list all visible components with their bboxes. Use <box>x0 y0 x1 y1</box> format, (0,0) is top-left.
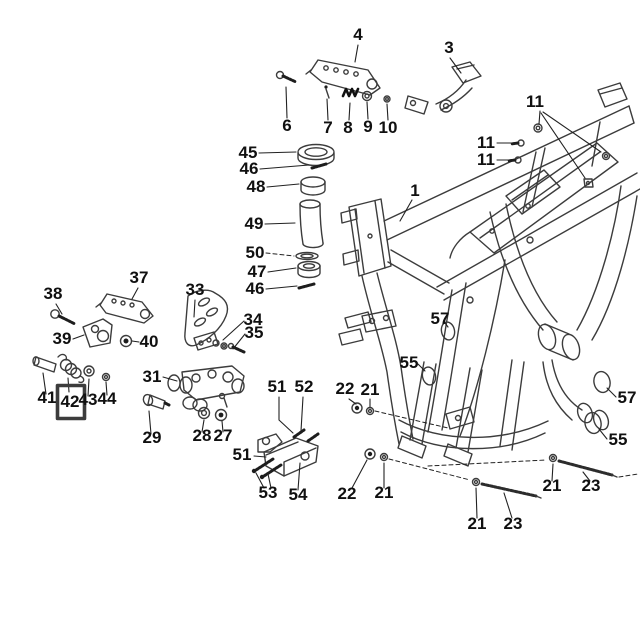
part-label-33: 33 <box>186 280 205 299</box>
part-label-49: 49 <box>245 214 264 233</box>
washer-part-10 <box>383 95 391 103</box>
part-label-29: 29 <box>143 428 162 447</box>
part-label-8: 8 <box>343 118 352 137</box>
washer-part-43 <box>83 365 95 377</box>
part-label-45: 45 <box>239 143 258 162</box>
washer-part-21-lower <box>379 452 389 462</box>
part-label-6: 6 <box>282 116 291 135</box>
bracket-part-39 <box>82 318 113 348</box>
part-label-3: 3 <box>444 38 453 57</box>
part-label-55: 55 <box>400 353 419 372</box>
footpeg-part-37 <box>95 293 154 324</box>
nut-part-40 <box>119 334 133 348</box>
part-label-40: 40 <box>140 332 159 351</box>
part-label-22: 22 <box>336 379 355 398</box>
plate-part-33 <box>184 289 229 351</box>
pin-part-41 <box>32 356 57 373</box>
bushing-part-47 <box>297 260 321 279</box>
part-label-21: 21 <box>361 380 380 399</box>
bolt-part-23-right <box>548 453 618 478</box>
part-label-46: 46 <box>240 159 259 178</box>
bushing-part-48 <box>300 176 326 196</box>
part-label-21: 21 <box>375 483 394 502</box>
part-label-41: 41 <box>38 388 57 407</box>
part-label-51: 51 <box>268 377 287 396</box>
part-label-11: 11 <box>477 133 495 152</box>
leader-lines <box>42 44 639 519</box>
bolts-part-53 <box>251 457 283 480</box>
bolt-part-38 <box>50 309 77 326</box>
part-label-28: 28 <box>193 426 212 445</box>
bolt-part-6 <box>275 70 298 84</box>
washer-part-28 <box>197 406 211 420</box>
bolts-part-52 <box>292 428 320 443</box>
bolts-part-11 <box>506 123 611 188</box>
part-label-22: 22 <box>338 484 357 503</box>
part-label-57: 57 <box>618 388 637 407</box>
part-label-46: 46 <box>246 279 265 298</box>
part-label-4: 4 <box>353 25 363 44</box>
part-label-9: 9 <box>363 117 372 136</box>
sleeve-part-49 <box>299 199 324 249</box>
frame-part-1 <box>338 82 640 467</box>
bracket-part-31 <box>167 365 245 412</box>
part-label-48: 48 <box>247 177 266 196</box>
part-label-42: 42 <box>61 392 80 411</box>
part-label-50: 50 <box>246 243 265 262</box>
washer-part-21-upper <box>365 406 375 416</box>
screw-part-46b <box>297 282 316 290</box>
bolt-part-23-left <box>471 477 542 499</box>
part-label-43: 43 <box>79 390 98 409</box>
footpeg-part-4 <box>305 59 381 96</box>
part-label-38: 38 <box>44 284 63 303</box>
side-stand-part-3 <box>404 61 482 115</box>
part-label-31: 31 <box>143 367 162 386</box>
part-label-11: 11 <box>526 92 544 111</box>
part-label-10: 10 <box>379 118 398 137</box>
collar-part-45 <box>297 143 335 167</box>
part-label-52: 52 <box>295 377 314 396</box>
part-label-51: 51 <box>233 445 252 464</box>
part-label-35: 35 <box>245 323 264 342</box>
fasteners-part-34-35 <box>212 339 246 354</box>
part-label-23: 23 <box>582 476 601 495</box>
screw-part-46a <box>310 162 328 170</box>
nut-part-9 <box>361 90 373 102</box>
part-label-21: 21 <box>543 476 562 495</box>
part-label-1: 1 <box>410 181 419 200</box>
spring-part-8 <box>341 87 360 98</box>
nut-part-22-upper <box>351 402 363 414</box>
part-label-11: 11 <box>477 150 495 169</box>
caps-part-55-57 <box>421 321 611 435</box>
part-label-37: 37 <box>130 268 149 287</box>
washer-part-50 <box>295 251 319 261</box>
part-label-39: 39 <box>53 329 72 348</box>
bolt-part-29 <box>142 393 171 410</box>
pin-part-7 <box>324 85 330 99</box>
part-label-55: 55 <box>609 430 628 449</box>
part-label-7: 7 <box>323 118 332 137</box>
part-label-21: 21 <box>468 514 487 533</box>
nut-part-22-lower <box>364 448 376 460</box>
part-label-53: 53 <box>259 483 278 502</box>
part-label-47: 47 <box>248 262 267 281</box>
nut-part-27 <box>214 408 228 422</box>
part-label-27: 27 <box>214 426 233 445</box>
part-label-44: 44 <box>98 389 117 408</box>
part-label-34: 34 <box>244 310 263 329</box>
part-label-57: 57 <box>431 309 450 328</box>
spring-part-42 <box>57 353 85 384</box>
part-label-23: 23 <box>504 514 523 533</box>
ring-part-44 <box>101 372 111 382</box>
part-label-54: 54 <box>289 485 308 504</box>
highlight-box-part-42 <box>55 383 87 421</box>
bracket-part-54 <box>257 433 319 477</box>
